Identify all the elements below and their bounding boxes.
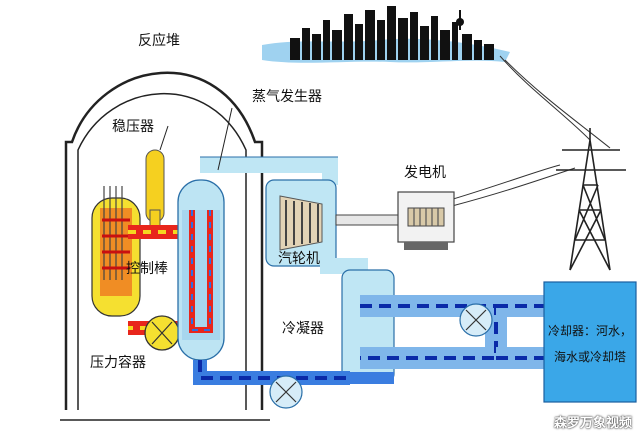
control-rod-label: 控制棒	[126, 261, 168, 277]
cooler-box	[543, 281, 637, 403]
feed-pump	[269, 375, 303, 409]
reactor-label: 反应堆	[138, 33, 180, 49]
pressure-vessel-label: 压力容器	[90, 355, 146, 371]
cooler-label-line2: 海水或冷却塔	[553, 350, 626, 364]
pressurizer	[145, 149, 165, 231]
transmission-tower	[556, 128, 626, 271]
steam-pipe	[200, 157, 338, 185]
steam-generator-leader	[217, 107, 233, 171]
turbine-shaft	[335, 214, 409, 226]
pressurizer-leader	[159, 125, 169, 151]
steam-generator	[177, 179, 225, 361]
feedwater-loop	[193, 360, 350, 385]
watermark: 森罗万象视频	[553, 416, 632, 431]
pressure-vessel	[91, 186, 141, 317]
city-skyline	[262, 6, 510, 63]
steam-generator-label: 蒸气发生器	[252, 89, 322, 105]
power-lines	[449, 55, 611, 207]
turbine-label: 汽轮机	[278, 251, 320, 267]
cooling-loop	[360, 295, 548, 369]
cooler-label: 冷却器：河水， 海水或冷却塔	[546, 318, 634, 370]
generator	[397, 191, 455, 250]
turbine	[265, 179, 337, 267]
condenser-label: 冷凝器	[282, 321, 324, 337]
generator-label: 发电机	[404, 165, 446, 181]
cooling-pump	[459, 303, 493, 337]
cooler-label-line1: 冷却器：河水，	[547, 324, 632, 338]
primary-pump	[144, 315, 180, 351]
pressurizer-label: 稳压器	[112, 119, 154, 135]
containment-building	[64, 71, 264, 410]
